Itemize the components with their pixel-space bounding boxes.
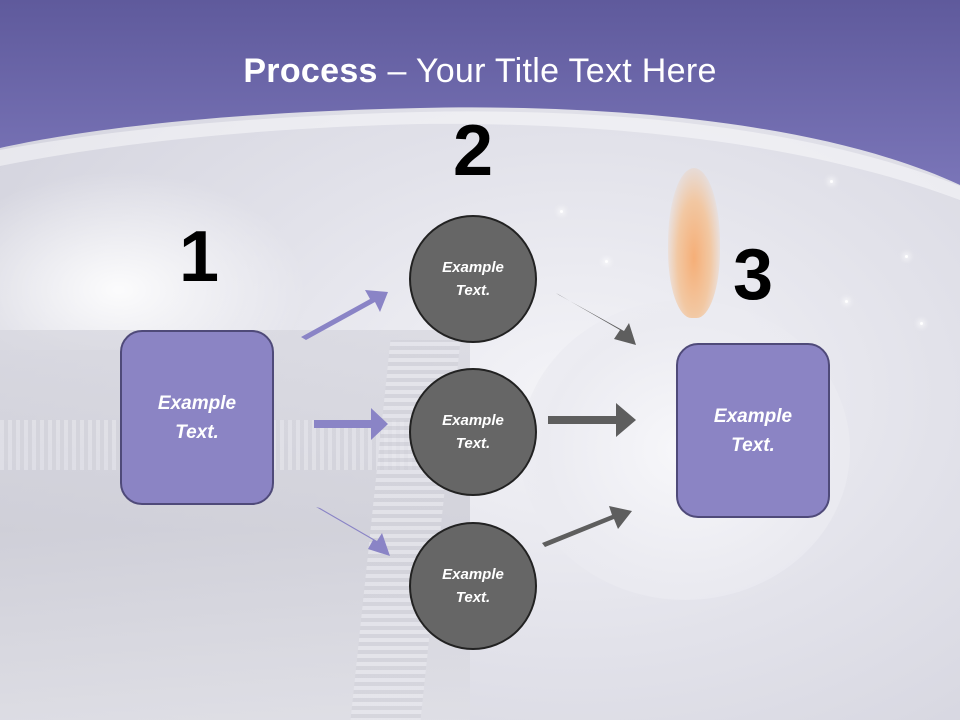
step-2-circle-bottom-text: Example Text. <box>442 566 504 606</box>
background-candle-flame <box>668 168 720 318</box>
arrow-to-top-circle <box>301 290 388 340</box>
sparkle <box>830 180 833 183</box>
step-2-circle-top-text: Example Text. <box>442 259 504 299</box>
step-3-number: 3 <box>732 235 774 315</box>
step-2-circle-middle: Example Text. <box>409 368 537 496</box>
step-1-box: Example Text. <box>120 330 274 505</box>
sparkle <box>560 210 563 213</box>
arrow-from-bottom-circle <box>542 506 632 547</box>
arrow-from-top-circle <box>556 293 636 345</box>
sparkle <box>905 255 908 258</box>
incoming-arrows <box>301 290 390 556</box>
arrow-to-middle-circle <box>314 408 388 440</box>
step-2-circle-top: Example Text. <box>409 215 537 343</box>
step-2-circle-middle-text: Example Text. <box>442 412 504 452</box>
step-2-number: 2 <box>452 111 494 191</box>
sparkle <box>605 260 608 263</box>
step-1-text: Example Text. <box>157 392 237 443</box>
step-3-box: Example Text. <box>676 343 830 518</box>
header-band <box>0 0 960 200</box>
sparkle <box>920 322 923 325</box>
slide-title: Process – Your Title Text Here <box>0 52 960 91</box>
title-rest: – Your Title Text Here <box>377 52 717 90</box>
background-light-rays <box>0 150 340 350</box>
arrow-to-bottom-circle <box>316 507 390 556</box>
step-2-circle-bottom: Example Text. <box>409 522 537 650</box>
step-3-text: Example Text. <box>713 405 793 456</box>
sparkle <box>845 300 848 303</box>
arrow-from-middle-circle <box>548 403 636 437</box>
title-bold: Process <box>243 52 378 90</box>
step-1-number: 1 <box>178 217 220 297</box>
outgoing-arrows <box>542 293 636 547</box>
